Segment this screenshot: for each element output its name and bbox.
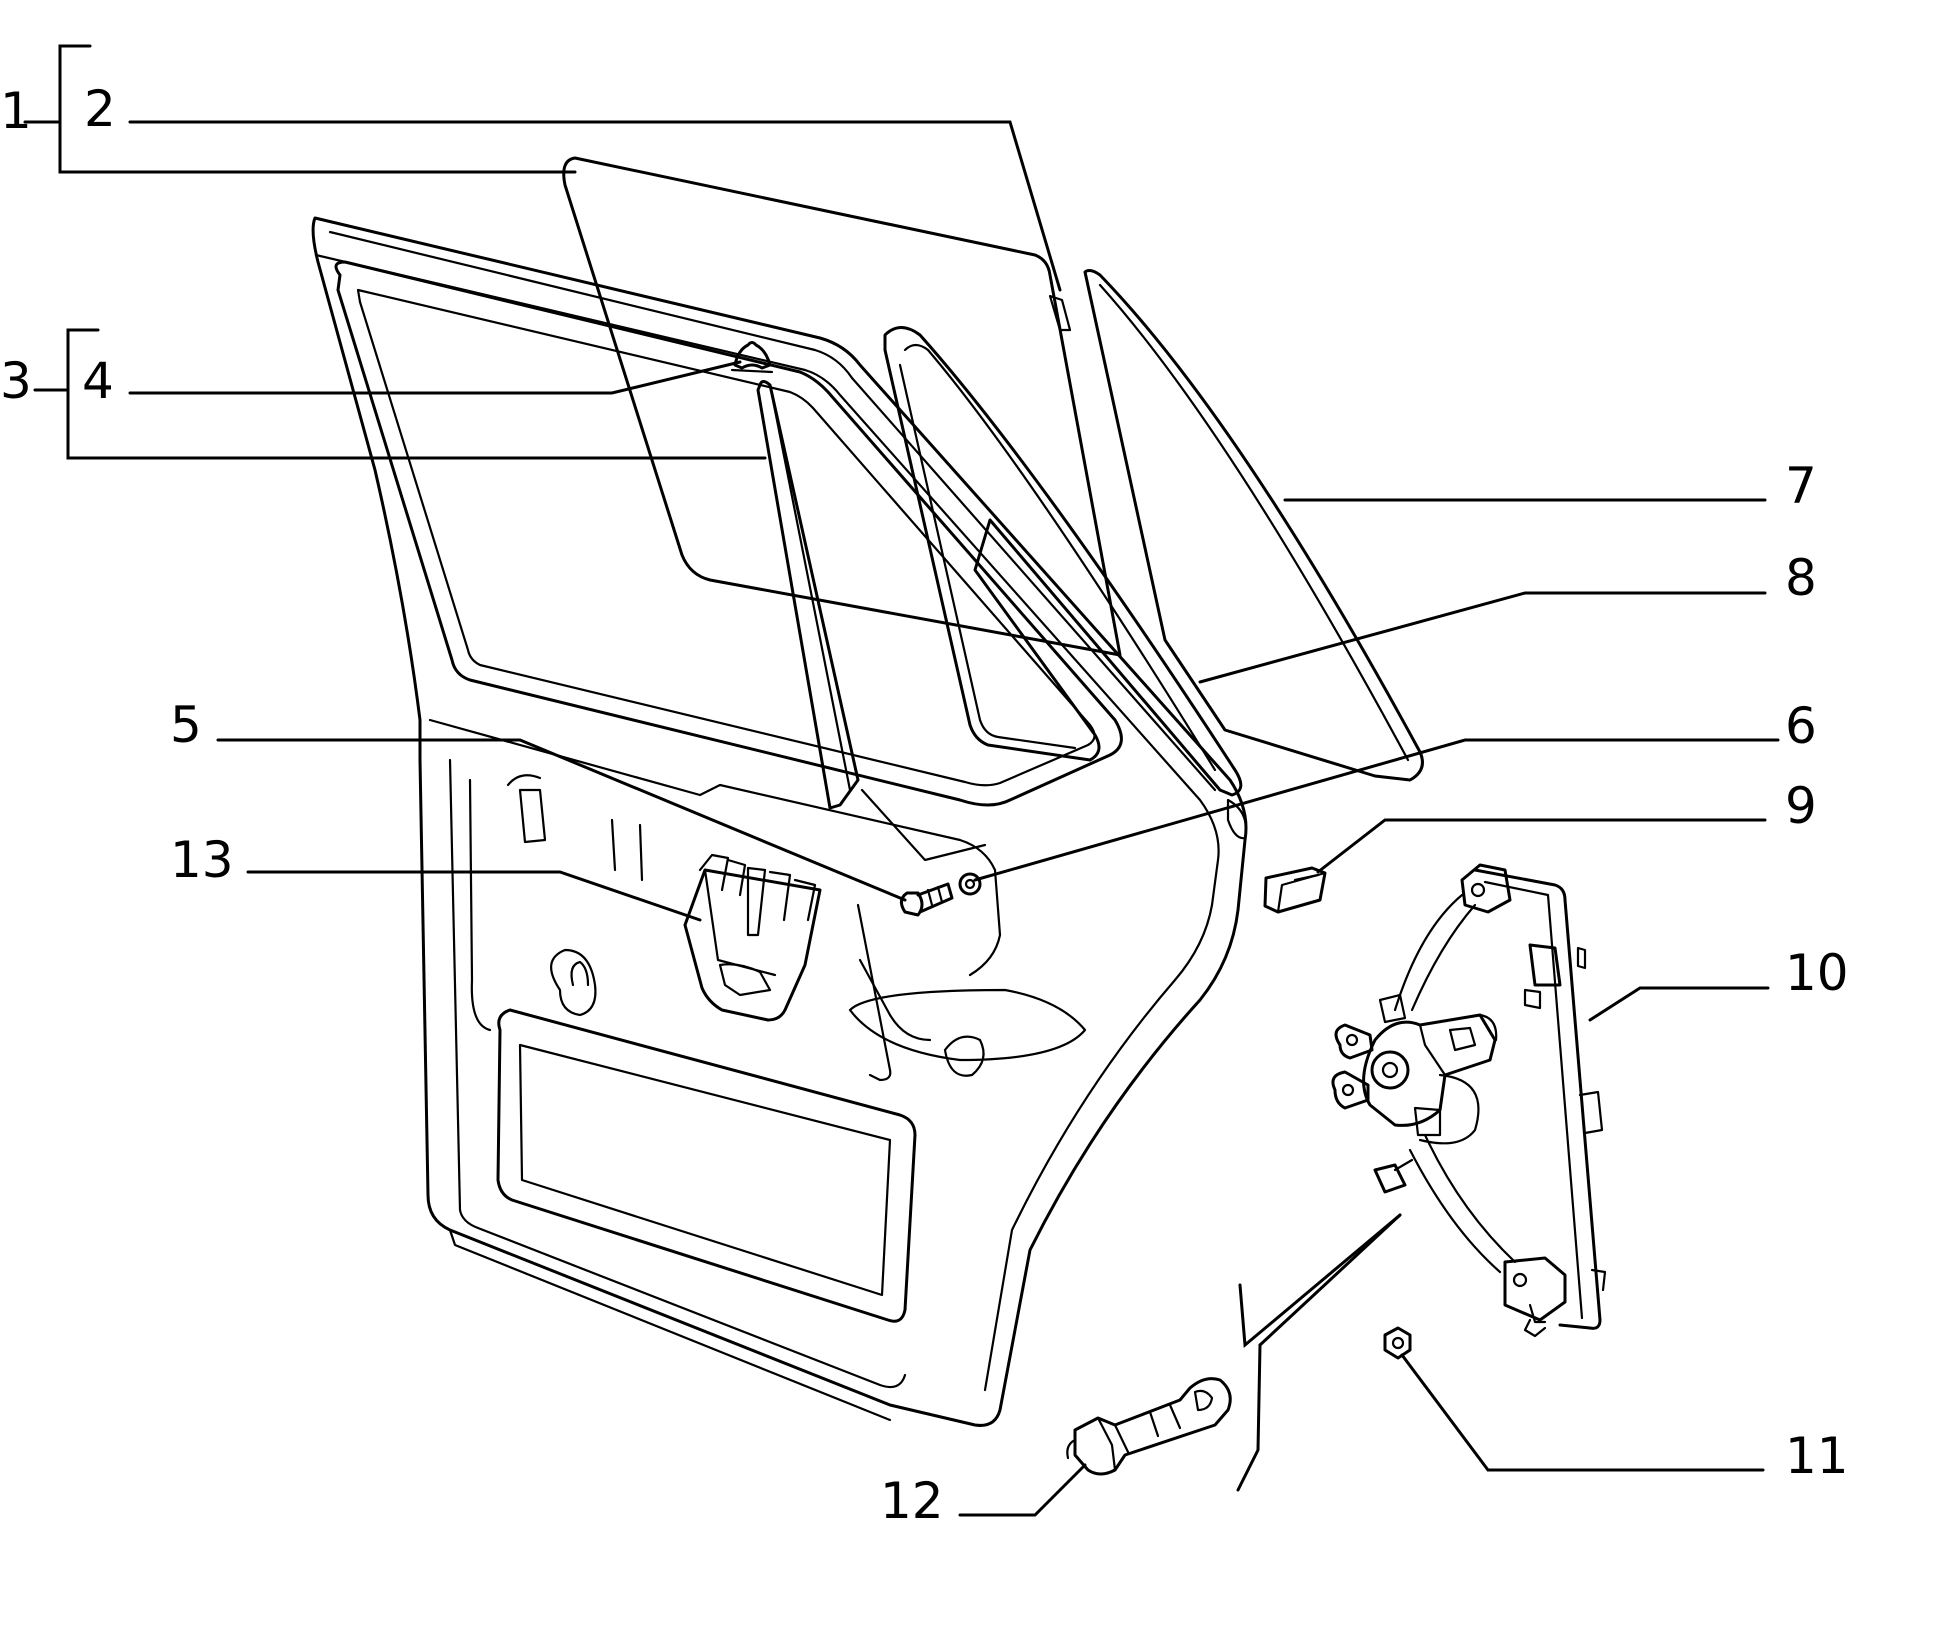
leader-lines — [23, 44, 1780, 1517]
callout-3: 3 — [0, 352, 32, 410]
assembly-bracket-marker — [1236, 1213, 1402, 1492]
callout-9: 9 — [1785, 777, 1817, 835]
callout-8: 8 — [1785, 549, 1817, 607]
part-quarter-glass — [1083, 269, 1424, 782]
part-nut — [1383, 1326, 1412, 1360]
part-glass-run-seal — [883, 326, 1243, 797]
part-window-glass — [562, 156, 1122, 657]
part-guide-channel — [730, 341, 987, 862]
callout-10: 10 — [1785, 944, 1849, 1002]
part-door-frame — [311, 216, 1248, 1427]
callout-12: 12 — [880, 1472, 944, 1530]
callout-7: 7 — [1785, 457, 1817, 515]
part-washer — [958, 872, 982, 896]
callout-labels: 1 2 3 4 5 6 7 8 9 10 11 12 13 — [0, 80, 1849, 1530]
callout-2: 2 — [84, 80, 116, 138]
callout-4: 4 — [82, 352, 114, 410]
part-lock-mechanism — [683, 853, 822, 1022]
callout-5: 5 — [170, 696, 202, 754]
callout-11: 11 — [1785, 1427, 1849, 1485]
part-clip — [1263, 866, 1327, 914]
part-window-regulator — [1331, 863, 1607, 1338]
part-check-strap — [1066, 1377, 1232, 1476]
callout-13: 13 — [170, 831, 234, 889]
callout-6: 6 — [1785, 697, 1817, 755]
callout-1: 1 — [0, 82, 32, 140]
part-screw — [900, 882, 954, 917]
